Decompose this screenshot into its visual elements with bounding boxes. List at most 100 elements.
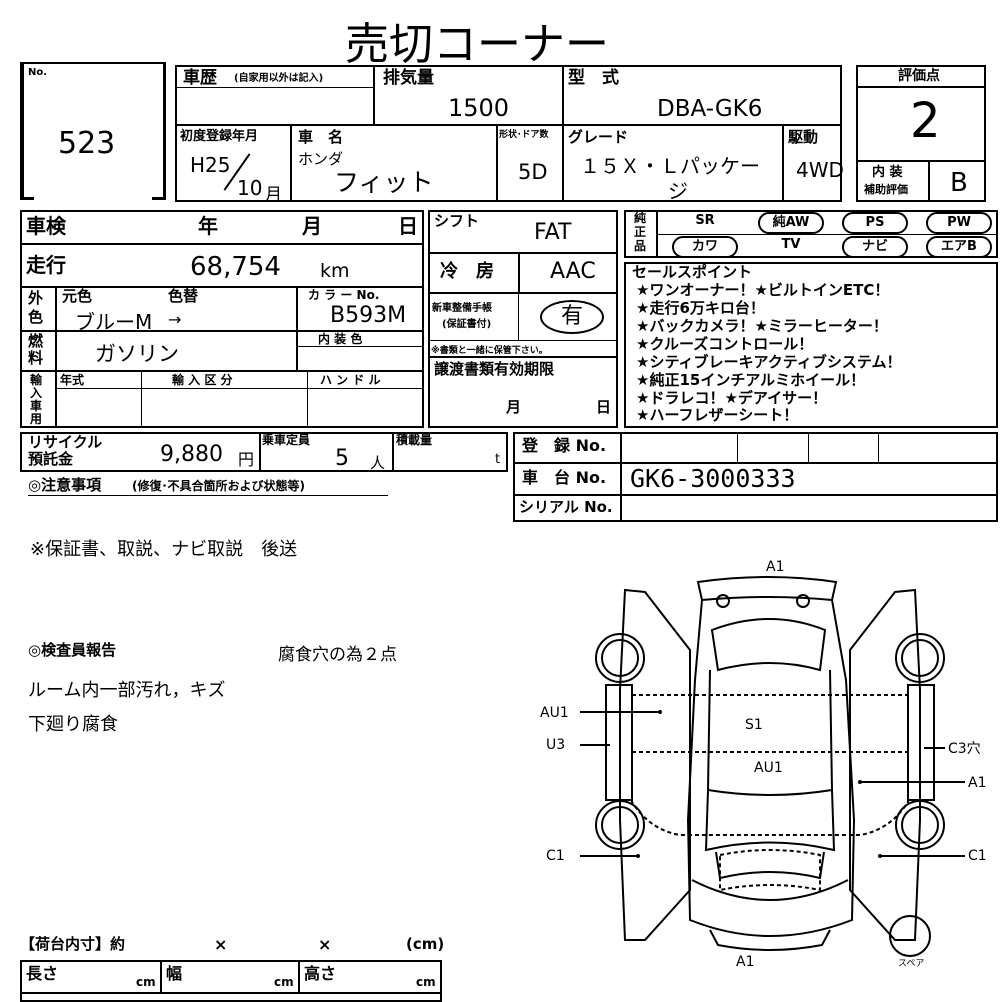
diagram-label-u3: U3 (546, 737, 566, 753)
grade-value-1: １５Ｘ・Ｌパッケー (580, 154, 760, 178)
diagram-label-c1-left: C1 (546, 848, 565, 864)
vehicle-header-grid (175, 65, 842, 202)
recycle-label-1: リサイクル (28, 433, 103, 451)
grade-label: グレード (568, 128, 629, 146)
sales-point-5: ★シティブレーキアクティブシステム！ (636, 353, 902, 371)
history-note: (自家用以外は記入) (234, 73, 324, 84)
inspector-head: 腐食穴の為２点 (278, 645, 397, 665)
recycle-row (20, 432, 508, 472)
cargo-height-unit: cm (416, 975, 436, 989)
notes-label: ◎注意事項 (28, 476, 102, 494)
mileage-value: 68,754 (190, 252, 281, 282)
cargo-unit: (cm) (406, 935, 445, 953)
chassis-label: 車 台 No. (522, 468, 607, 487)
interior-score-value: B (950, 168, 968, 198)
grade-score-value: 2 (910, 93, 941, 149)
option-navi: ナビ (842, 236, 908, 258)
history-label: 車歴 (183, 68, 217, 88)
cargo-table (20, 960, 442, 1002)
registration-label: 登 録 No. (522, 436, 607, 455)
recycle-unit: 円 (238, 450, 255, 469)
drive-label: 駆動 (788, 128, 819, 146)
fuel-value: ガソリン (95, 342, 179, 366)
option-genuine-aw: 純AW (758, 212, 824, 234)
inspection-month: 月 (302, 214, 322, 238)
notes-text: ※保証書、取説、ナビ取説 後送 (30, 539, 298, 560)
import-year-label: 年式 (60, 373, 85, 387)
sales-points-box (624, 262, 998, 428)
inspection-day: 日 (398, 214, 418, 238)
cargo-height-label: 高さ (304, 964, 337, 983)
diagram-label-c1-right: C1 (968, 848, 987, 864)
color-label-top: 外 (28, 289, 44, 307)
genuine-label-2: 正 (634, 225, 647, 239)
orig-color-label: 元色 (62, 287, 93, 305)
import-handle-label: ハ ン ド ル (320, 373, 381, 387)
sales-point-8: ★ハーフレザーシート！ (636, 406, 799, 424)
aircon-value: AAC (550, 259, 596, 284)
genuine-label-1: 純 (634, 211, 647, 225)
import-class-label: 輸 入 区 分 (172, 373, 233, 387)
option-sr: SR (695, 213, 715, 228)
warranty-label-2: (保証書付) (442, 319, 492, 330)
sales-points-label: セールスポイント (632, 263, 753, 281)
transfer-docs-label: 譲渡書類有効期限 (434, 360, 555, 378)
score-box (856, 65, 986, 202)
cargo-x-1: × (214, 935, 228, 954)
lot-number-box: No. 523 (20, 62, 166, 200)
sales-point-7: ★ドラレコ！★デアイサー！ (636, 389, 828, 407)
sales-point-6: ★純正15インチアルミホイール！ (636, 371, 866, 389)
option-airbag: エアB (926, 236, 992, 258)
diagram-label-a1-right: A1 (968, 775, 987, 791)
registration-table (513, 432, 998, 522)
first-reg-year: H25 (190, 153, 231, 177)
mileage-label: 走行 (26, 253, 66, 277)
car-maker: ホンダ (298, 150, 344, 168)
option-leather: カワ (672, 236, 738, 258)
capacity-value: 5 (335, 446, 349, 471)
chassis-value: GK6-3000333 (630, 464, 796, 493)
sales-point-3: ★バックカメラ！★ミラーヒーター！ (636, 317, 888, 335)
import-label-3: 車 (30, 399, 43, 413)
transfer-docs-month: 月 (506, 398, 522, 416)
color-label-bottom: 色 (28, 308, 44, 326)
shift-value: FAT (534, 220, 572, 245)
first-reg-month: 10 (237, 176, 263, 200)
import-label-1: 輸 (30, 373, 43, 387)
inspector-line-1: ルーム内一部汚れ，キズ (28, 680, 226, 701)
import-label-4: 用 (30, 412, 43, 426)
cargo-length-unit: cm (136, 975, 156, 989)
diagram-label-c3-hole: C3穴 (948, 741, 981, 757)
option-tv: TV (781, 237, 801, 252)
diagram-label-au1-left: AU1 (540, 705, 569, 721)
genuine-label-3: 品 (634, 239, 647, 253)
car-damage-diagram (580, 576, 965, 957)
car-name-label: 車 名 (298, 128, 344, 146)
inspection-label: 車検 (26, 214, 66, 238)
diagram-label-a1-bottom: A1 (736, 954, 755, 970)
cargo-label: 【荷台内寸】約 (20, 935, 126, 953)
color-code-value: B593M (330, 303, 407, 328)
first-reg-month-unit: 月 (265, 185, 282, 205)
cargo-width-unit: cm (274, 975, 294, 989)
transfer-docs-day: 日 (596, 398, 612, 416)
import-label-2: 入 (30, 386, 43, 400)
diagram-label-s1: S1 (745, 717, 763, 733)
first-reg-label: 初度登録年月 (180, 129, 259, 144)
warranty-label-1: 新車整備手帳 (432, 303, 492, 314)
recycle-label-2: 預託金 (28, 450, 74, 468)
shape-doors-value: 5D (518, 160, 548, 184)
lot-number: 523 (58, 126, 116, 161)
model-type-value: DBA-GK6 (657, 96, 763, 122)
recycle-value: 9,880 (160, 442, 223, 467)
load-unit: t (495, 452, 501, 467)
model-type-label: 型 式 (568, 68, 619, 88)
interior-color-label: 内 装 色 (318, 332, 363, 346)
load-label: 積載量 (396, 433, 433, 447)
cargo-length-label: 長さ (26, 964, 59, 983)
spec-grid-center (428, 210, 618, 428)
interior-score-label-1: 内 装 (872, 165, 903, 180)
diagram-label-a1-top: A1 (766, 559, 785, 575)
inspector-line-2: 下廻り腐食 (28, 714, 118, 735)
cargo-x-2: × (318, 935, 332, 954)
